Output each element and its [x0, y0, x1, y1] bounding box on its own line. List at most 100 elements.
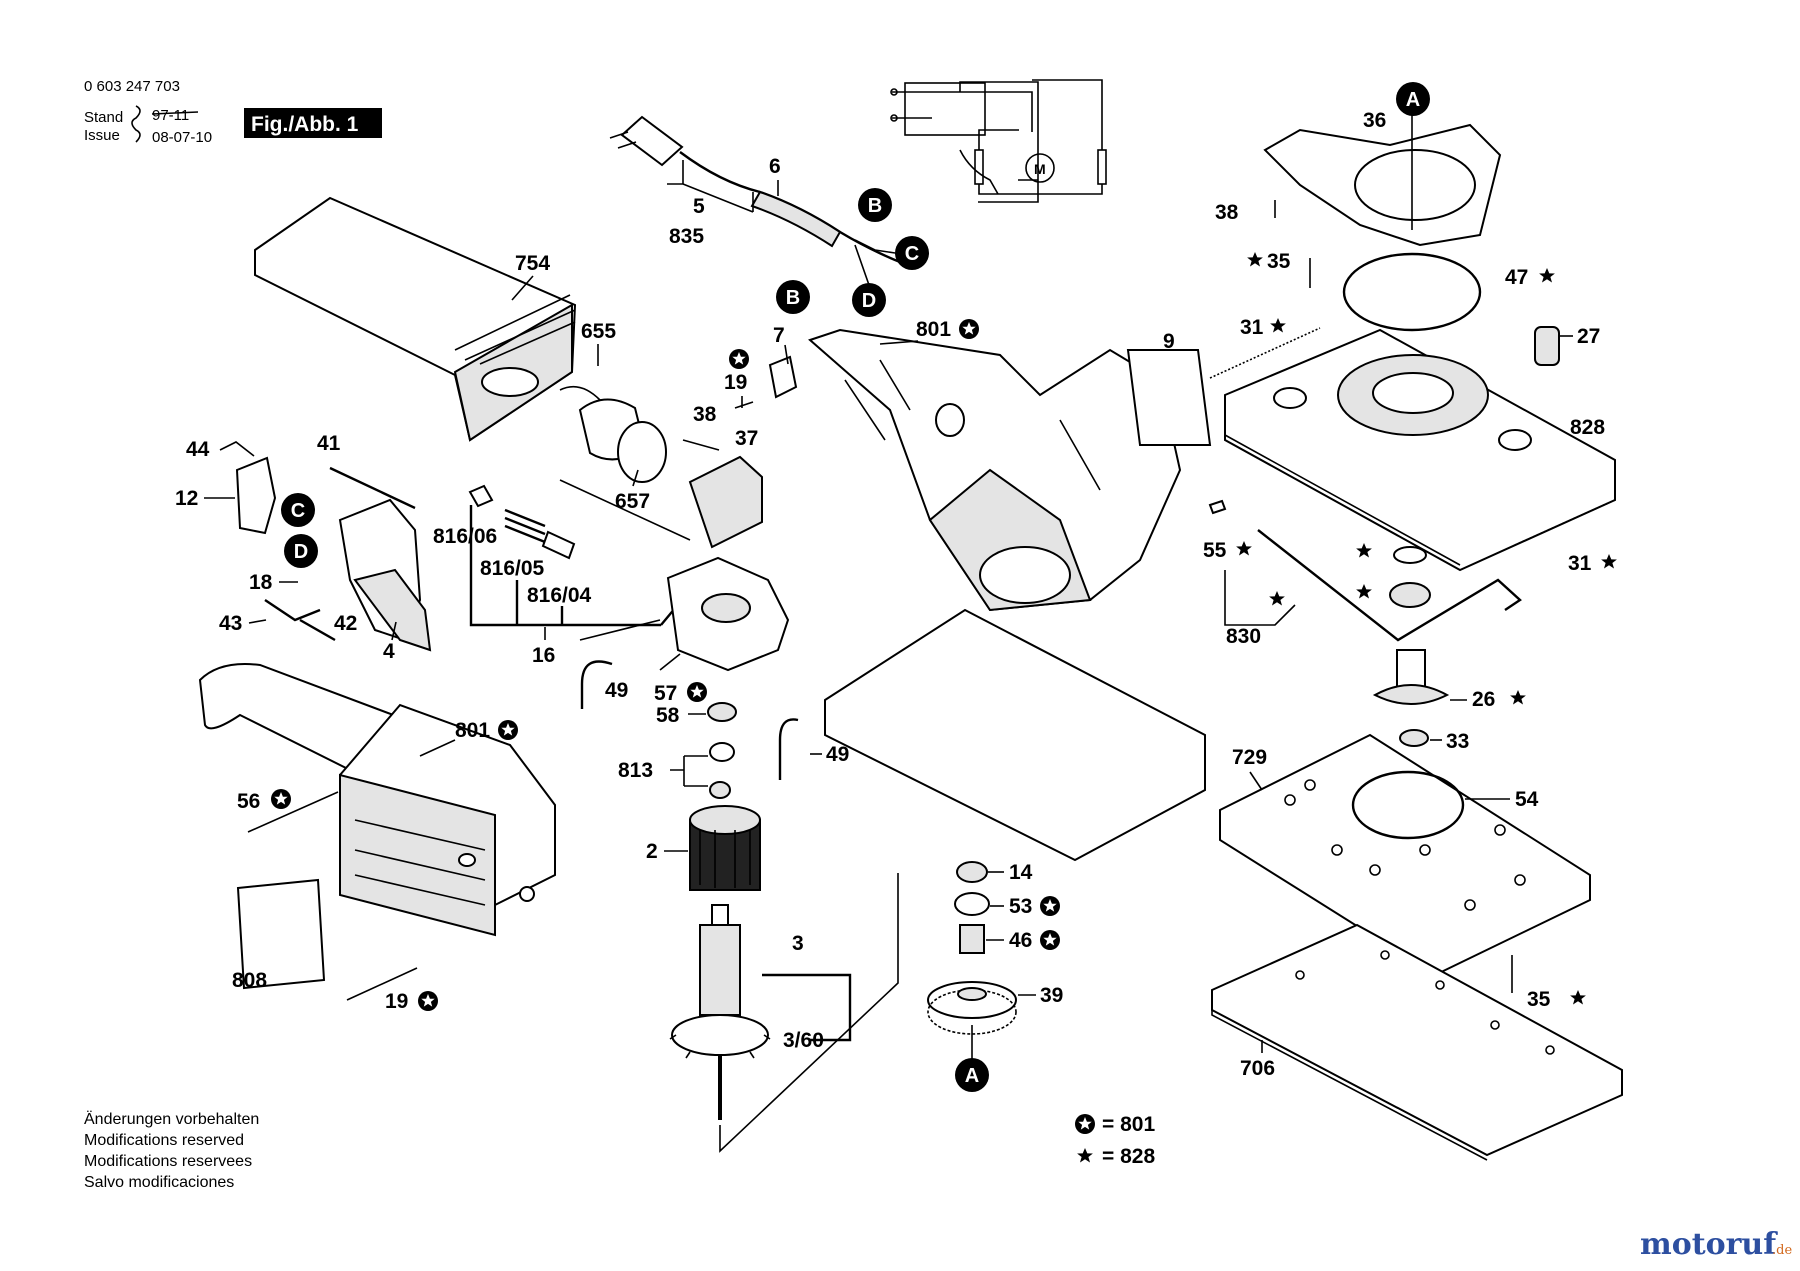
modifier-icon-19-top — [729, 349, 749, 369]
base-828 — [1224, 328, 1616, 572]
modifier-star-55 — [1236, 541, 1252, 556]
part-813-b — [709, 781, 731, 799]
part-55 — [1208, 499, 1227, 515]
svg-text:D: D — [862, 290, 876, 312]
watermark-tld: .de — [1772, 1243, 1792, 1258]
part-label-31-bottom: 31 — [1568, 552, 1592, 575]
part-label-816-04: 816/04 — [527, 584, 592, 607]
part-7 — [768, 355, 798, 399]
part-label-7: 7 — [773, 324, 785, 347]
part-label-57: 57 — [654, 682, 677, 705]
part-label-38-right: 38 — [1215, 201, 1239, 224]
part-label-55: 55 — [1203, 539, 1227, 562]
svg-text:B: B — [786, 287, 800, 309]
washer — [1393, 546, 1427, 564]
dust-bag — [254, 196, 667, 483]
footer-note-fr: Modifications reservees — [84, 1153, 252, 1170]
legend-star-icon — [1077, 1148, 1093, 1163]
housing-half-801 — [808, 328, 1206, 862]
part-label-38-left: 38 — [693, 403, 717, 426]
part-label-729: 729 — [1232, 746, 1267, 769]
bracket-830 — [1224, 570, 1296, 626]
bearing-14 — [956, 861, 988, 883]
leader-801-lower — [419, 739, 456, 757]
part-label-49-right: 49 — [826, 743, 849, 766]
motor-symbol-label: M — [1034, 161, 1046, 177]
bushing-46 — [959, 924, 985, 954]
leader-657 — [632, 469, 639, 487]
brush-holder-leaders — [559, 479, 691, 641]
callout-a-bottom: A — [955, 1058, 989, 1092]
callout-d-cord: D — [852, 283, 886, 317]
sanding-pad-706 — [1211, 923, 1623, 1161]
modifier-star-bearing — [1356, 584, 1372, 599]
part-label-816-05: 816/05 — [480, 557, 545, 580]
housing-half-801-lower — [198, 663, 556, 937]
part-label-42: 42 — [334, 612, 357, 635]
modifier-icon-19-lower — [418, 991, 438, 1011]
callout-d-switch: D — [284, 534, 318, 568]
part-label-754: 754 — [515, 252, 550, 275]
issue-label: Issue — [84, 127, 120, 144]
ring-47 — [1342, 252, 1482, 332]
part-label-657: 657 — [615, 490, 650, 513]
screw-57 — [659, 653, 681, 671]
callout-c-switch: C — [281, 493, 315, 527]
part-label-36: 36 — [1363, 109, 1386, 132]
screw-38 — [682, 439, 720, 451]
part-label-56: 56 — [237, 790, 260, 813]
stand-label: Stand — [84, 109, 123, 126]
armature-3 — [669, 904, 771, 1120]
bearing-cover-36 — [1263, 123, 1502, 247]
modifier-star-26 — [1510, 690, 1526, 705]
part-label-47: 47 — [1505, 266, 1528, 289]
part-label-58: 58 — [656, 704, 680, 727]
issue-value: 08-07-10 — [152, 129, 212, 146]
part-label-41: 41 — [317, 432, 341, 455]
watermark-logo: motoruf — [1640, 1227, 1778, 1262]
part-label-31-top: 31 — [1240, 316, 1264, 339]
part-label-3: 3 — [792, 932, 804, 955]
callout-a-top: A — [1396, 82, 1430, 116]
leader-729 — [1249, 771, 1263, 791]
legend-star-value: = 828 — [1102, 1145, 1155, 1168]
part-label-2: 2 — [646, 840, 658, 863]
modifier-star-47 — [1539, 268, 1555, 283]
part-label-18: 18 — [249, 571, 273, 594]
part-label-655: 655 — [581, 320, 616, 343]
part-label-46: 46 — [1009, 929, 1032, 952]
part-9 — [1126, 349, 1212, 446]
brush-holder-port — [701, 593, 751, 623]
callout-b-cord: B — [858, 188, 892, 222]
part-label-27: 27 — [1577, 325, 1600, 348]
modifier-icon-801-lower — [498, 720, 518, 740]
part-label-54: 54 — [1515, 788, 1539, 811]
eccentric-26 — [1372, 649, 1450, 705]
part-label-706: 706 — [1240, 1057, 1275, 1080]
stand-old-value: 97-11 — [152, 107, 189, 124]
carbon-brush-parts — [468, 484, 576, 560]
modifier-icon-57 — [687, 682, 707, 702]
part-label-801-lower: 801 — [455, 719, 490, 742]
ring-53 — [954, 892, 990, 916]
part-label-19-top: 19 — [724, 371, 747, 394]
power-cord-and-plug — [609, 115, 901, 264]
part-808 — [236, 878, 326, 990]
footer-note-es: Salvo modificaciones — [84, 1174, 234, 1191]
wire-49-right — [778, 718, 799, 780]
leader-4 — [391, 621, 397, 641]
part-label-43: 43 — [219, 612, 242, 635]
screw-56 — [247, 791, 339, 833]
screw-19 — [734, 396, 754, 409]
part-label-35-bottom: 35 — [1527, 988, 1551, 1011]
stator-2 — [689, 805, 761, 891]
part-label-49-left: 49 — [605, 679, 628, 702]
part-label-3-60: 3/60 — [783, 1029, 824, 1052]
legend-circle-star-value: = 801 — [1102, 1113, 1155, 1136]
part-37 — [688, 455, 763, 549]
leader-801-top — [879, 340, 919, 345]
part-label-33: 33 — [1446, 730, 1469, 753]
leader-7 — [784, 344, 789, 365]
footer-note-de: Änderungen vorbehalten — [84, 1110, 259, 1128]
